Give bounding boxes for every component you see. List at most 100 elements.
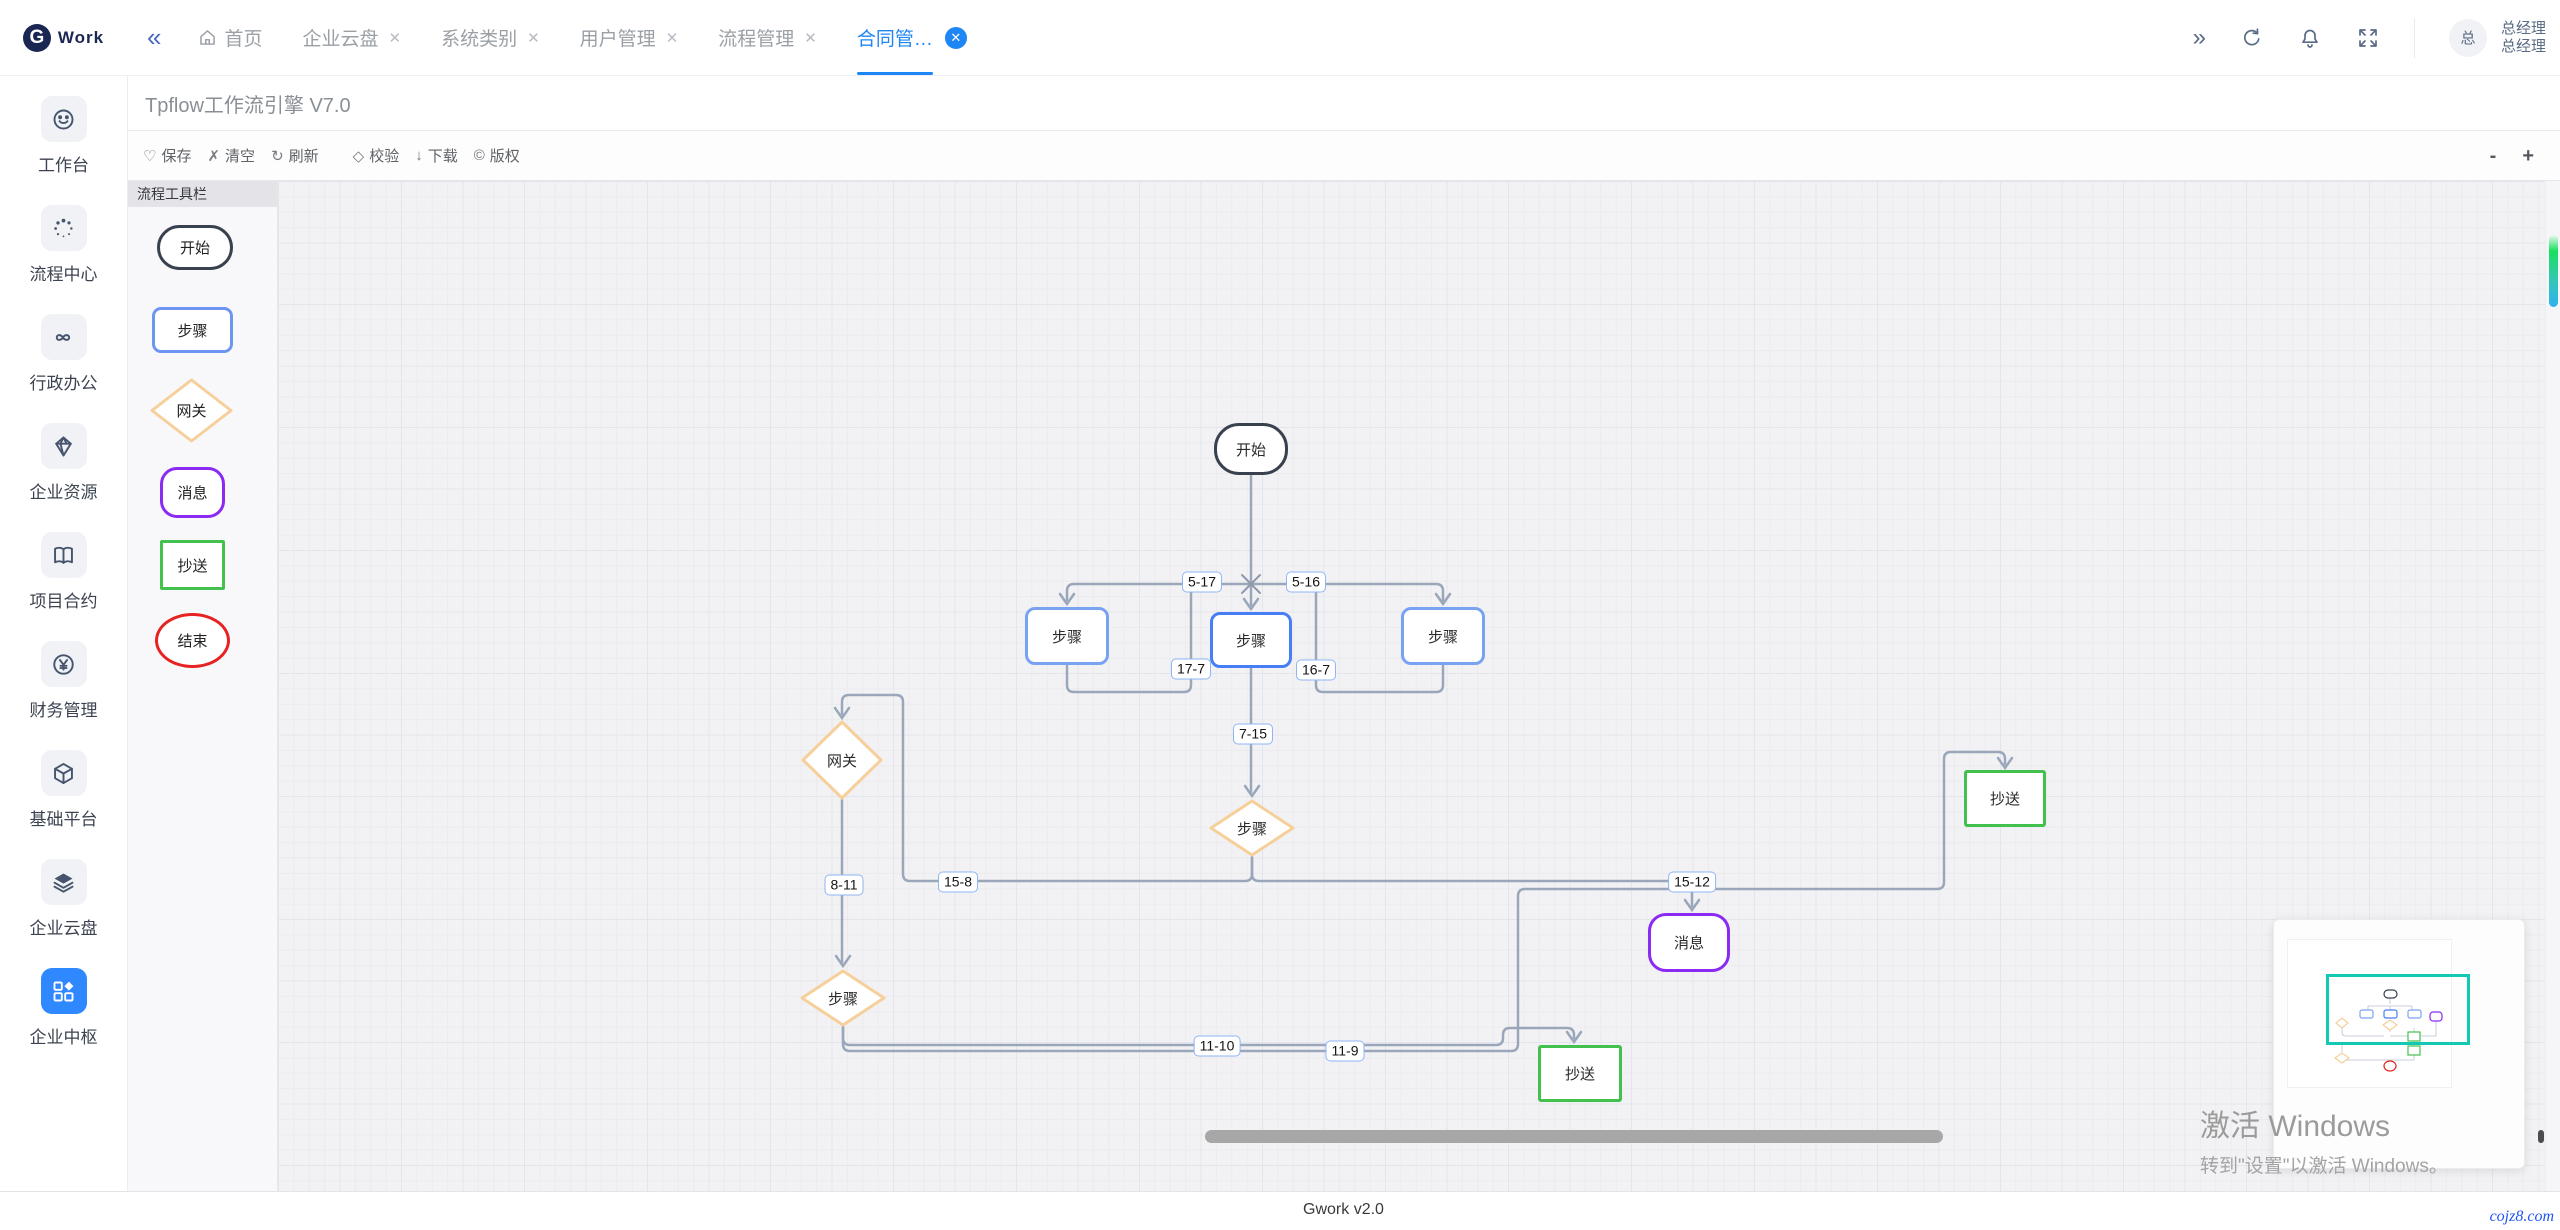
tab-user-management[interactable]: 用户管理 ✕: [580, 0, 679, 75]
smiley-icon: [40, 96, 87, 142]
refresh-button[interactable]: ↻刷新: [271, 145, 319, 166]
zoom-out-button[interactable]: -: [2489, 144, 2497, 167]
minimap-preview: [2287, 939, 2452, 1088]
flow-node-step-15[interactable]: 步骤: [1209, 799, 1295, 857]
copyright-button[interactable]: ©版权: [474, 145, 520, 166]
sidebar-item-basic-platform[interactable]: 基础平台: [0, 750, 127, 830]
arrowhead-icon: [1243, 784, 1261, 799]
tab-system-category[interactable]: 系统类别✕: [441, 0, 540, 75]
flow-node-start-5[interactable]: 开始: [1214, 423, 1288, 475]
tab-label: 首页: [224, 29, 263, 50]
tab-close-icon[interactable]: ✕: [665, 29, 679, 47]
tab-close-badge-icon[interactable]: ✕: [944, 26, 967, 49]
clear-button[interactable]: ✗清空: [207, 145, 255, 166]
sidebar-item-enterprise-hub[interactable]: 企业中枢: [0, 968, 127, 1048]
collapse-tabs-icon[interactable]: «: [147, 22, 162, 52]
spinner-icon: [40, 205, 87, 251]
flow-node-copy-9[interactable]: 抄送: [1964, 770, 2046, 827]
validate-icon: ◇: [352, 147, 365, 165]
sidebar-item-label: 企业资源: [29, 483, 98, 502]
tab-home[interactable]: 首页: [197, 0, 262, 75]
palette-node-message[interactable]: 消息: [160, 467, 225, 518]
notification-bell-icon[interactable]: [2298, 26, 2322, 50]
flow-node-step-17[interactable]: 步骤: [1025, 607, 1109, 665]
palette-node-start[interactable]: 开始: [157, 225, 233, 270]
sidebar-item-finance-management[interactable]: 财务管理: [0, 641, 127, 721]
expand-tabs-icon[interactable]: »: [2192, 23, 2206, 51]
edge-label-8-11[interactable]: 8-11: [824, 874, 864, 896]
sidebar-item-enterprise-resource[interactable]: 企业资源: [0, 423, 127, 503]
palette-panel: 流程工具栏 开始步骤网关消息抄送结束: [127, 181, 278, 1191]
tab-close-icon[interactable]: ✕: [388, 29, 402, 47]
minimap[interactable]: [2273, 919, 2525, 1169]
download-button[interactable]: ↓下载: [415, 145, 458, 166]
app-logo: G Work: [0, 23, 127, 52]
logo-text: Work: [57, 27, 105, 47]
tab-cloud-disk[interactable]: 企业云盘✕: [302, 0, 401, 75]
refresh-icon[interactable]: [2240, 26, 2264, 50]
flow-node-copy-10[interactable]: 抄送: [1538, 1045, 1622, 1102]
edge-label-5-17[interactable]: 5-17: [1181, 571, 1223, 593]
palette-node-gateway[interactable]: 网关: [150, 378, 233, 443]
logo-g-icon: G: [22, 23, 51, 52]
infinity-icon: [40, 314, 87, 360]
tab-close-icon[interactable]: ✕: [804, 29, 817, 47]
flow-node-gateway-8[interactable]: 网关: [801, 720, 883, 800]
minimap-viewport[interactable]: [2326, 974, 2470, 1045]
header-divider: [2413, 17, 2415, 58]
book-icon: [40, 532, 87, 578]
palette-node-end[interactable]: 结束: [155, 613, 230, 668]
sidebar-item-project-contract[interactable]: 项目合约: [0, 532, 127, 612]
horizontal-scrollbar-thumb[interactable]: [1205, 1130, 1943, 1143]
edge-label-16-7[interactable]: 16-7: [1295, 659, 1337, 681]
user-role-line2: 总经理: [2500, 37, 2546, 55]
sidebar-item-enterprise-cloud-disk[interactable]: 企业云盘: [0, 859, 127, 939]
vertical-scrollbar-track[interactable]: [2545, 181, 2560, 1191]
edge-label-15-12[interactable]: 15-12: [1668, 871, 1716, 893]
flow-node-message-12[interactable]: 消息: [1648, 913, 1730, 972]
sidebar-item-label: 工作台: [38, 156, 89, 175]
zoom-controls: - +: [2490, 131, 2534, 181]
edge-label-11-10[interactable]: 11-10: [1193, 1035, 1241, 1057]
avatar[interactable]: 总: [2448, 18, 2487, 57]
edge-label-11-9[interactable]: 11-9: [1325, 1040, 1365, 1062]
flow-node-step-7[interactable]: 步骤: [1210, 612, 1292, 668]
refresh-icon: ↻: [271, 147, 284, 165]
zoom-in-button[interactable]: +: [2522, 144, 2534, 167]
app-header: G Work « 首页企业云盘✕系统类别✕用户管理✕流程管理✕合同管…✕ » 总…: [0, 0, 2560, 76]
flow-node-step-11[interactable]: 步骤: [800, 969, 886, 1027]
palette-node-step[interactable]: 步骤: [152, 307, 233, 353]
arrowhead-icon: [1058, 592, 1076, 607]
sidebar-item-label: 企业云盘: [29, 919, 98, 938]
arrowhead-icon: [834, 954, 852, 969]
arrowhead-icon: [1434, 592, 1452, 607]
edge-label-7-15[interactable]: 7-15: [1232, 723, 1274, 745]
site-link[interactable]: cojz8.com: [2489, 1208, 2554, 1225]
tab-close-icon[interactable]: ✕: [527, 29, 540, 47]
flow-edge-15-12: [1250, 855, 1694, 908]
scrollbar-tick[interactable]: [2538, 1130, 2544, 1143]
flow-edge-5-17: [1065, 582, 1253, 602]
vertical-scrollbar-thumb[interactable]: [2548, 235, 2558, 307]
flow-toolbar: ♡保存 ✗清空 ↻刷新 ◇校验 ↓下载 ©版权 - +: [127, 131, 2560, 181]
validate-label: 校验: [369, 148, 400, 165]
flow-node-step-16[interactable]: 步骤: [1401, 607, 1485, 665]
tab-contract-management[interactable]: 合同管…✕: [856, 0, 967, 75]
sidebar-item-label: 项目合约: [29, 592, 98, 611]
tab-label: 用户管理: [579, 29, 656, 50]
save-button[interactable]: ♡保存: [143, 145, 191, 166]
footer: Gwork v2.0 cojz8.com: [0, 1191, 2560, 1230]
validate-button[interactable]: ◇校验: [353, 145, 400, 166]
sidebar: 工作台流程中心行政办公企业资源项目合约财务管理基础平台企业云盘企业中枢: [0, 76, 128, 1191]
tab-process-management[interactable]: 流程管理✕: [718, 0, 817, 75]
edge-label-15-8[interactable]: 15-8: [937, 871, 979, 893]
fullscreen-icon[interactable]: [2356, 26, 2380, 50]
edge-label-5-16[interactable]: 5-16: [1285, 571, 1327, 593]
sidebar-item-admin-office[interactable]: 行政办公: [0, 314, 127, 394]
copyright-label: 版权: [489, 148, 520, 165]
sidebar-item-process-center[interactable]: 流程中心: [0, 205, 127, 285]
edge-label-17-7[interactable]: 17-7: [1170, 658, 1212, 680]
sidebar-item-workbench[interactable]: 工作台: [0, 96, 127, 176]
palette-node-copy[interactable]: 抄送: [160, 540, 225, 590]
